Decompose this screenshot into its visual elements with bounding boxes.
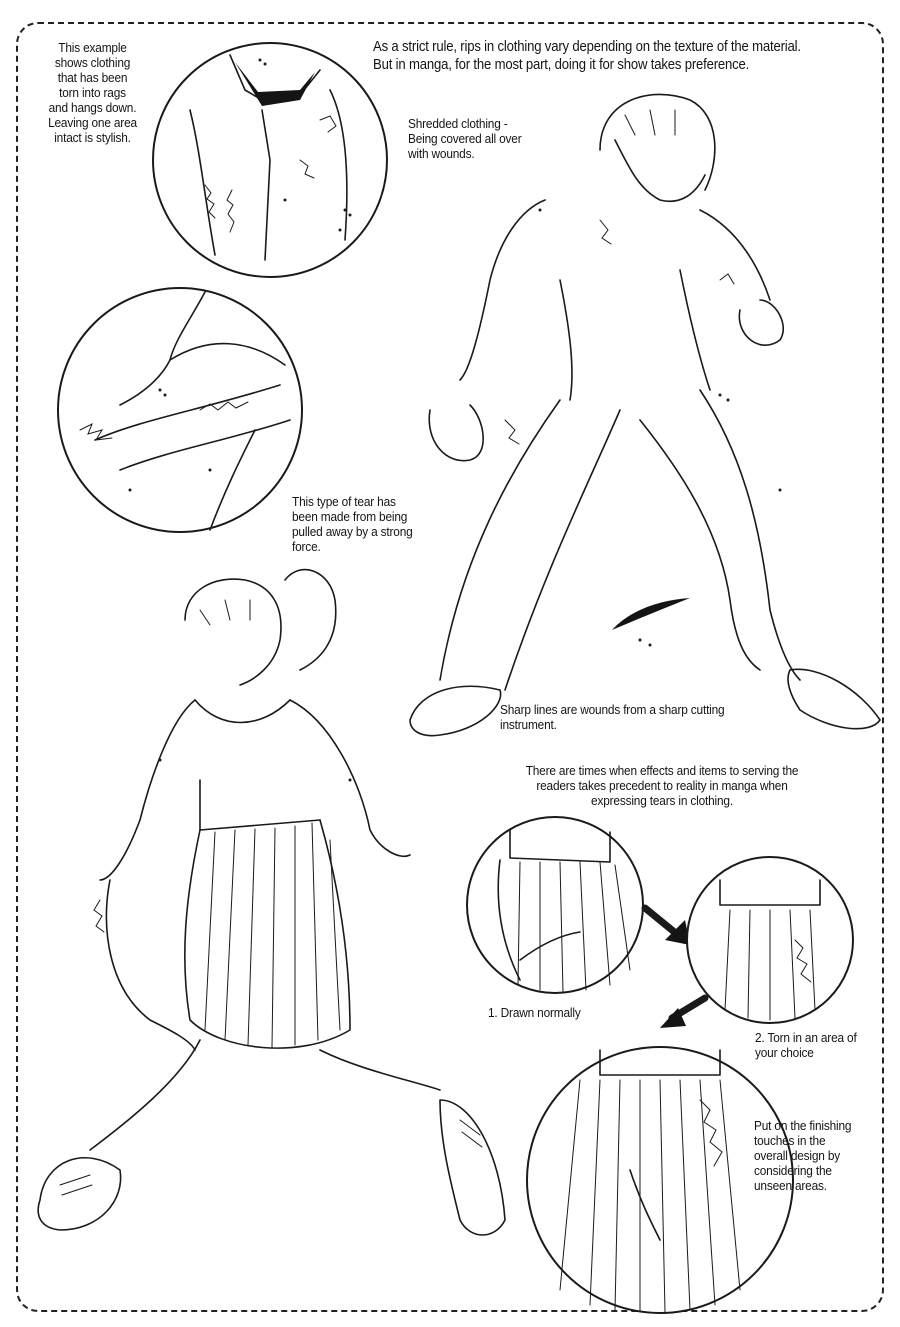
caption-line: This type of tear has <box>292 494 396 509</box>
caption-line: expressing tears in clothing. <box>591 793 733 808</box>
caption-line: force. <box>292 539 321 554</box>
caption-line: shows clothing <box>54 55 131 70</box>
skirt-step2-circle <box>686 856 854 1024</box>
caption-line: Put on the finishing <box>754 1118 852 1133</box>
caption-line: your choice <box>755 1045 814 1060</box>
caption-line: considering the <box>754 1163 832 1178</box>
male-figure <box>409 93 881 737</box>
caption-line: been made from being <box>292 509 408 524</box>
intro-line-2: But in manga, for the most part, doing i… <box>373 57 750 73</box>
female-figure <box>37 568 506 1236</box>
caption-line: 2. Torn in an area of <box>755 1030 857 1045</box>
intro-text: As a strict rule, rips in clothing vary … <box>373 38 801 74</box>
caption-pulled: This type of tear has been made from bei… <box>292 494 413 554</box>
caption-sharp: Sharp lines are wounds from a sharp cutt… <box>500 702 725 732</box>
intro-line-1: As a strict rule, rips in clothing vary … <box>373 39 801 55</box>
caption-finish: Put on the finishing touches in the over… <box>754 1118 852 1193</box>
caption-line: with wounds. <box>408 146 475 161</box>
page-frame <box>16 22 884 1312</box>
caption-shredded: Shredded clothing - Being covered all ov… <box>408 116 522 161</box>
caption-line: and hangs down. <box>48 100 137 115</box>
caption-effects: There are times when effects and items t… <box>500 763 824 808</box>
caption-line: overall design by <box>754 1148 841 1163</box>
caption-line: instrument. <box>500 717 557 732</box>
caption-line: unseen areas. <box>754 1178 827 1193</box>
shoulder-tear-circle <box>57 287 303 533</box>
caption-line: pulled away by a strong <box>292 524 413 539</box>
skirt-step1-circle <box>466 816 644 994</box>
caption-line: This example <box>58 40 127 55</box>
caption-line: touches in the <box>754 1133 826 1148</box>
arrow-1 <box>641 904 690 945</box>
caption-line: torn into rags <box>59 85 126 100</box>
caption-step2: 2. Torn in an area of your choice <box>755 1030 857 1060</box>
caption-step1: 1. Drawn normally <box>488 1005 581 1020</box>
caption-line: Leaving one area <box>48 115 137 130</box>
caption-line: that has been <box>57 70 128 85</box>
torn-shirt-circle <box>152 42 388 278</box>
caption-rags: This example shows clothing that has bee… <box>34 40 151 145</box>
caption-line: Being covered all over <box>408 131 522 146</box>
caption-line: Shredded clothing - <box>408 116 508 131</box>
arrow-2 <box>660 994 709 1028</box>
skirt-step3-circle <box>526 1046 794 1314</box>
caption-line: There are times when effects and items t… <box>525 763 799 778</box>
caption-line: readers takes precedent to reality in ma… <box>536 778 788 793</box>
caption-line: intact is stylish. <box>54 130 131 145</box>
caption-line: Sharp lines are wounds from a sharp cutt… <box>500 702 725 717</box>
